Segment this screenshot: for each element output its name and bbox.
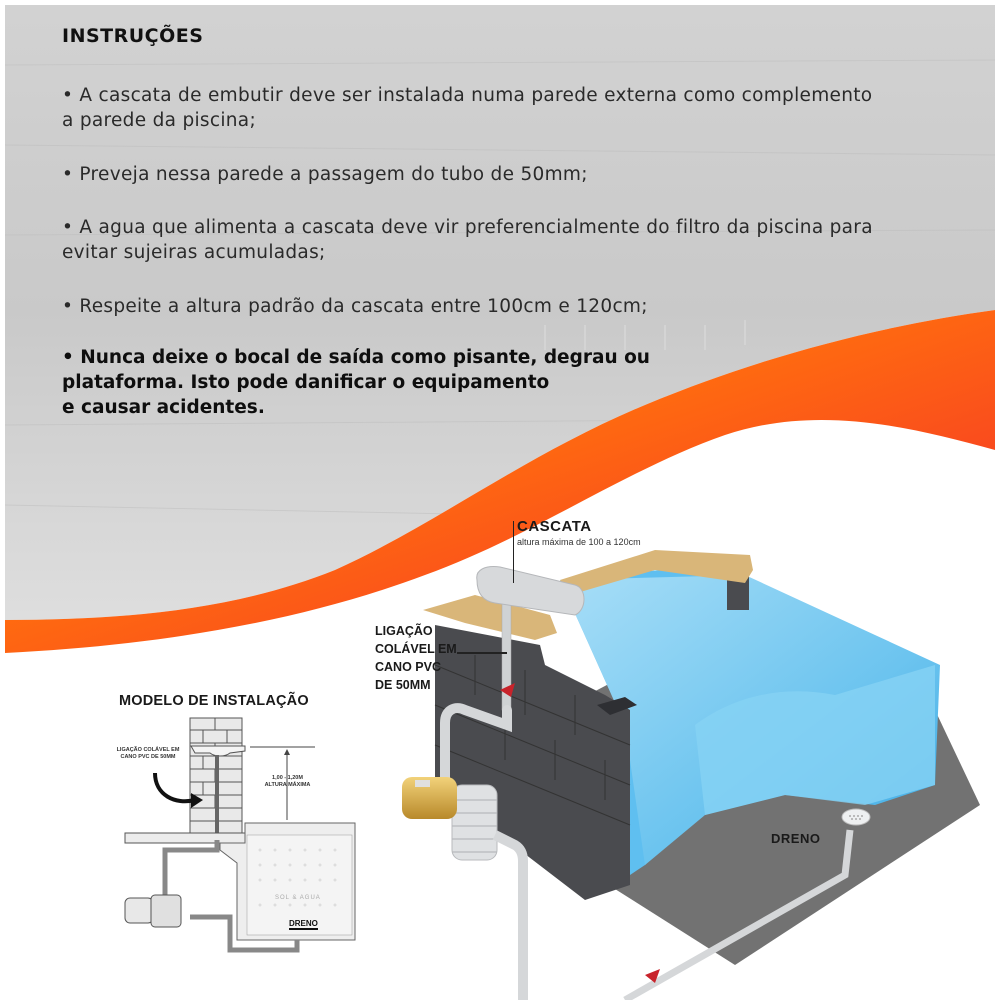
gray-texture-area — [5, 5, 995, 620]
pump-2d — [124, 897, 154, 924]
sol-agua-logo: SOL & AGUA — [275, 895, 321, 901]
arrow-icon — [153, 772, 196, 804]
warning-line3: e causar acidentes. — [62, 397, 265, 418]
instruction-3-line1: • A agua que alimenta a cascata deve vir… — [62, 217, 873, 238]
instruction-3-line2: evitar sujeiras acumuladas; — [62, 242, 326, 263]
ground-ledge — [124, 832, 246, 844]
ligacao-line3: CANO PVC — [375, 660, 441, 674]
cascata-height-note: altura máxima de 100 a 120cm — [517, 537, 641, 547]
ligacao-leader-line — [457, 652, 507, 654]
filter — [451, 784, 498, 861]
cascata-leader-line — [513, 521, 514, 583]
instruction-1-line2: a parede da piscina; — [62, 110, 256, 131]
ligacao-line4: DE 50MM — [375, 678, 431, 692]
ligacao-small-label: LIGAÇÃO COLÁVEL EM CANO PVC DE 50MM — [113, 747, 183, 761]
block-wall — [435, 625, 630, 900]
instruction-4: • Respeite a altura padrão da cascata en… — [62, 294, 648, 319]
height-small-line2: ALTURA MÁXIMA — [264, 782, 311, 788]
dreno-label: DRENO — [771, 831, 821, 846]
coping-front — [423, 595, 557, 640]
ligacao-label: LIGAÇÃO COLÁVEL EM CANO PVC DE 50MM — [375, 622, 465, 694]
instruction-3: • A agua que alimenta a cascata deve vir… — [62, 215, 873, 265]
instruction-4-line1: • Respeite a altura padrão da cascata en… — [62, 296, 648, 317]
background-artwork — [5, 5, 995, 1000]
drain-valve — [645, 969, 660, 983]
instruction-2: • Preveja nessa parede a passagem do tub… — [62, 162, 588, 187]
page-title: INSTRUÇÕES — [62, 25, 204, 47]
valve-red — [500, 683, 515, 697]
ligacao-small-line2: CANO PVC DE 50MM — [120, 754, 176, 760]
warning-line2: plataforma. Isto pode danificar o equipa… — [62, 372, 550, 393]
pump-motor — [402, 777, 457, 819]
height-small-label: 1,00 - 1,20M ALTURA MÁXIMA — [260, 775, 315, 789]
ligacao-small-line1: LIGAÇÃO COLÁVEL EM — [116, 747, 180, 753]
pipe-outlet — [492, 830, 528, 1000]
warning-line1: • Nunca deixe o bocal de saída como pisa… — [62, 347, 650, 368]
instruction-2-line1: • Preveja nessa parede a passagem do tub… — [62, 164, 588, 185]
ligacao-line2: COLÁVEL EM — [375, 642, 457, 656]
drain-pipe — [623, 829, 854, 1000]
installation-model-title: MODELO DE INSTALAÇÃO — [119, 693, 309, 709]
ligacao-line1: LIGAÇÃO — [375, 624, 433, 638]
orange-wave — [5, 310, 995, 653]
coping-back — [560, 550, 753, 595]
cascata-label: CASCATA — [517, 518, 592, 535]
dreno-small-label: DRENO — [289, 919, 318, 930]
instruction-1-line1: • A cascata de embutir deve ser instalad… — [62, 85, 873, 106]
safety-warning: • Nunca deixe o bocal de saída como pisa… — [62, 345, 702, 420]
instruction-1: • A cascata de embutir deve ser instalad… — [62, 83, 872, 133]
pipe-return — [440, 703, 512, 785]
drain-grate — [841, 808, 871, 826]
height-small-line1: 1,00 - 1,20M — [272, 775, 303, 781]
instruction-sheet: INSTRUÇÕES • A cascata de embutir deve s… — [5, 5, 995, 1000]
cascata-head — [476, 566, 585, 616]
